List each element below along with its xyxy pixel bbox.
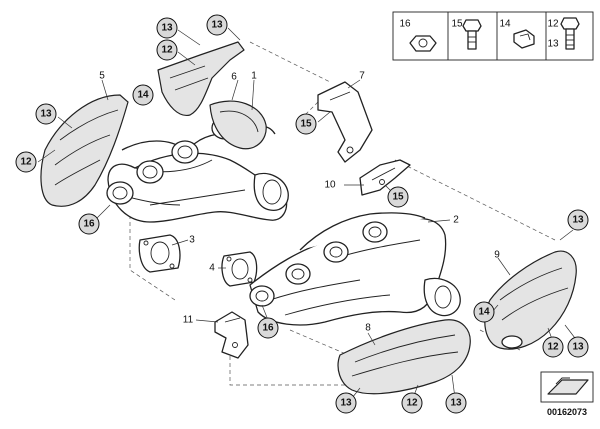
- svg-text:9: 9: [494, 250, 500, 261]
- svg-text:13: 13: [572, 342, 584, 353]
- callout-plain: 7: [359, 71, 365, 82]
- callout-bubble: 13: [35, 103, 57, 125]
- document-number: 00162073: [547, 407, 587, 417]
- svg-text:5: 5: [99, 71, 105, 82]
- callout-plain: 1: [251, 71, 257, 82]
- callout-bubble: 13: [156, 17, 178, 39]
- bracket-10: [359, 159, 411, 196]
- legend-label-15: 15: [451, 19, 463, 30]
- svg-text:16: 16: [83, 219, 95, 230]
- callout-bubble: 13: [445, 392, 467, 414]
- callout-bubble: 16: [78, 213, 100, 235]
- callout-plain: 10: [324, 180, 336, 191]
- legend-label-12: 12: [547, 19, 559, 30]
- svg-text:6: 6: [231, 72, 237, 83]
- svg-text:4: 4: [209, 263, 215, 274]
- gasket-upper: [138, 234, 181, 273]
- nut-icon: [409, 35, 437, 52]
- callout-bubble: 12: [542, 336, 564, 358]
- callout-plain: 4: [209, 263, 215, 274]
- legend-label-13: 13: [547, 39, 559, 50]
- svg-text:14: 14: [478, 307, 490, 318]
- svg-text:12: 12: [20, 157, 32, 168]
- svg-text:12: 12: [161, 45, 173, 56]
- part-sheet-icon: [547, 379, 589, 395]
- svg-text:16: 16: [262, 323, 274, 334]
- svg-text:13: 13: [450, 398, 462, 409]
- port-flange: [171, 140, 199, 164]
- callout-bubble: 14: [473, 301, 495, 323]
- callout-plain: 5: [99, 71, 105, 82]
- svg-text:15: 15: [392, 192, 404, 203]
- heat-shield-right: [484, 250, 577, 350]
- svg-text:13: 13: [40, 109, 52, 120]
- bracket-7: [317, 81, 373, 163]
- callout-plain: 8: [365, 323, 371, 334]
- callout-bubble: 15: [295, 113, 317, 135]
- document-badge: 00162073: [540, 371, 594, 417]
- legend-label-14: 14: [499, 19, 511, 30]
- hardware-legend: 16 15 14 12 13: [392, 11, 594, 61]
- heat-shield-bottom: [337, 319, 471, 395]
- callout-bubble: 13: [567, 336, 589, 358]
- callout-plain: 3: [189, 235, 195, 246]
- part-callouts: 13 12 13 6 1 5 14 13 12 16 3 7 15 10 15 …: [15, 14, 589, 414]
- port-flange: [106, 181, 134, 205]
- heat-shield-upper: [157, 41, 245, 117]
- gasket-lower: [221, 251, 258, 287]
- svg-text:14: 14: [137, 90, 149, 101]
- flange-bolt-icon: [462, 19, 482, 50]
- heat-shield-1: [209, 100, 267, 150]
- svg-text:13: 13: [211, 20, 223, 31]
- callout-plain: 2: [453, 215, 459, 226]
- callout-bubble: 14: [132, 84, 154, 106]
- svg-text:12: 12: [406, 398, 418, 409]
- svg-text:11: 11: [183, 315, 194, 326]
- svg-text:2: 2: [453, 215, 459, 226]
- callout-bubble: 12: [401, 392, 423, 414]
- svg-text:7: 7: [359, 71, 365, 82]
- clip-icon: [513, 29, 535, 49]
- callout-plain: 11: [183, 315, 194, 326]
- callout-bubble: 13: [206, 14, 228, 36]
- outlet-flange: [253, 172, 289, 211]
- callout-bubble: 16: [257, 317, 279, 339]
- svg-text:12: 12: [547, 342, 559, 353]
- lower-exhaust-manifold: [249, 212, 461, 326]
- svg-text:13: 13: [161, 23, 173, 34]
- svg-text:1: 1: [251, 71, 257, 82]
- callout-bubble: 13: [335, 392, 357, 414]
- callout-leader-lines: [37, 27, 579, 399]
- svg-text:3: 3: [189, 235, 195, 246]
- port-flange: [136, 160, 164, 184]
- heat-shield-left: [40, 94, 129, 207]
- svg-text:13: 13: [340, 398, 352, 409]
- callout-plain: 6: [231, 72, 237, 83]
- stud-bolt-icon: [560, 17, 580, 50]
- callout-plain: 9: [494, 250, 500, 261]
- legend-label-16: 16: [399, 19, 411, 30]
- callout-bubble: 13: [567, 209, 589, 231]
- svg-text:15: 15: [300, 119, 312, 130]
- svg-text:13: 13: [572, 215, 584, 226]
- bracket-11: [214, 311, 249, 359]
- callout-bubble: 12: [15, 151, 37, 173]
- svg-text:8: 8: [365, 323, 371, 334]
- callout-bubble: 15: [387, 186, 409, 208]
- callout-bubble: 12: [156, 39, 178, 61]
- svg-text:10: 10: [324, 180, 336, 191]
